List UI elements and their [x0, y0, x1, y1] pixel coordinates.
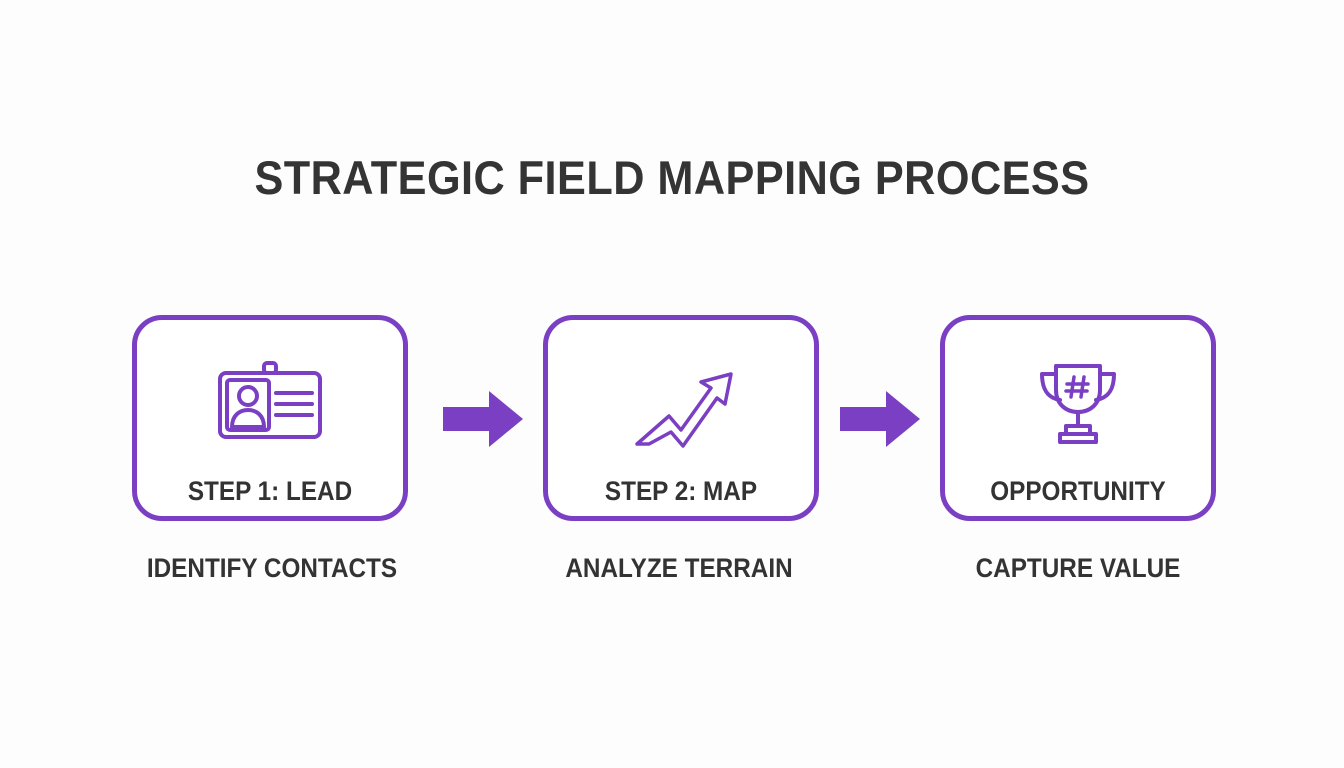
step-label: STEP 1: LEAD	[187, 476, 353, 506]
step-caption: IDENTIFY CONTACTS	[146, 553, 398, 583]
step-box-lead: STEP 1: LEAD	[132, 315, 408, 521]
right-arrow-icon	[840, 391, 920, 447]
step-box-opportunity: OPPORTUNITY	[940, 315, 1216, 521]
trophy-icon	[1040, 364, 1116, 444]
step-caption: CAPTURE VALUE	[975, 553, 1181, 583]
step-box-map: STEP 2: MAP	[543, 315, 819, 521]
step-label: STEP 2: MAP	[604, 476, 758, 506]
diagram-title: STRATEGIC FIELD MAPPING PROCESS	[254, 151, 1090, 204]
trending-up-arrow-icon	[635, 372, 733, 448]
right-arrow-icon	[443, 391, 523, 447]
id-badge-icon	[218, 361, 322, 439]
step-caption: ANALYZE TERRAIN	[565, 553, 793, 583]
step-label: OPPORTUNITY	[990, 476, 1166, 506]
